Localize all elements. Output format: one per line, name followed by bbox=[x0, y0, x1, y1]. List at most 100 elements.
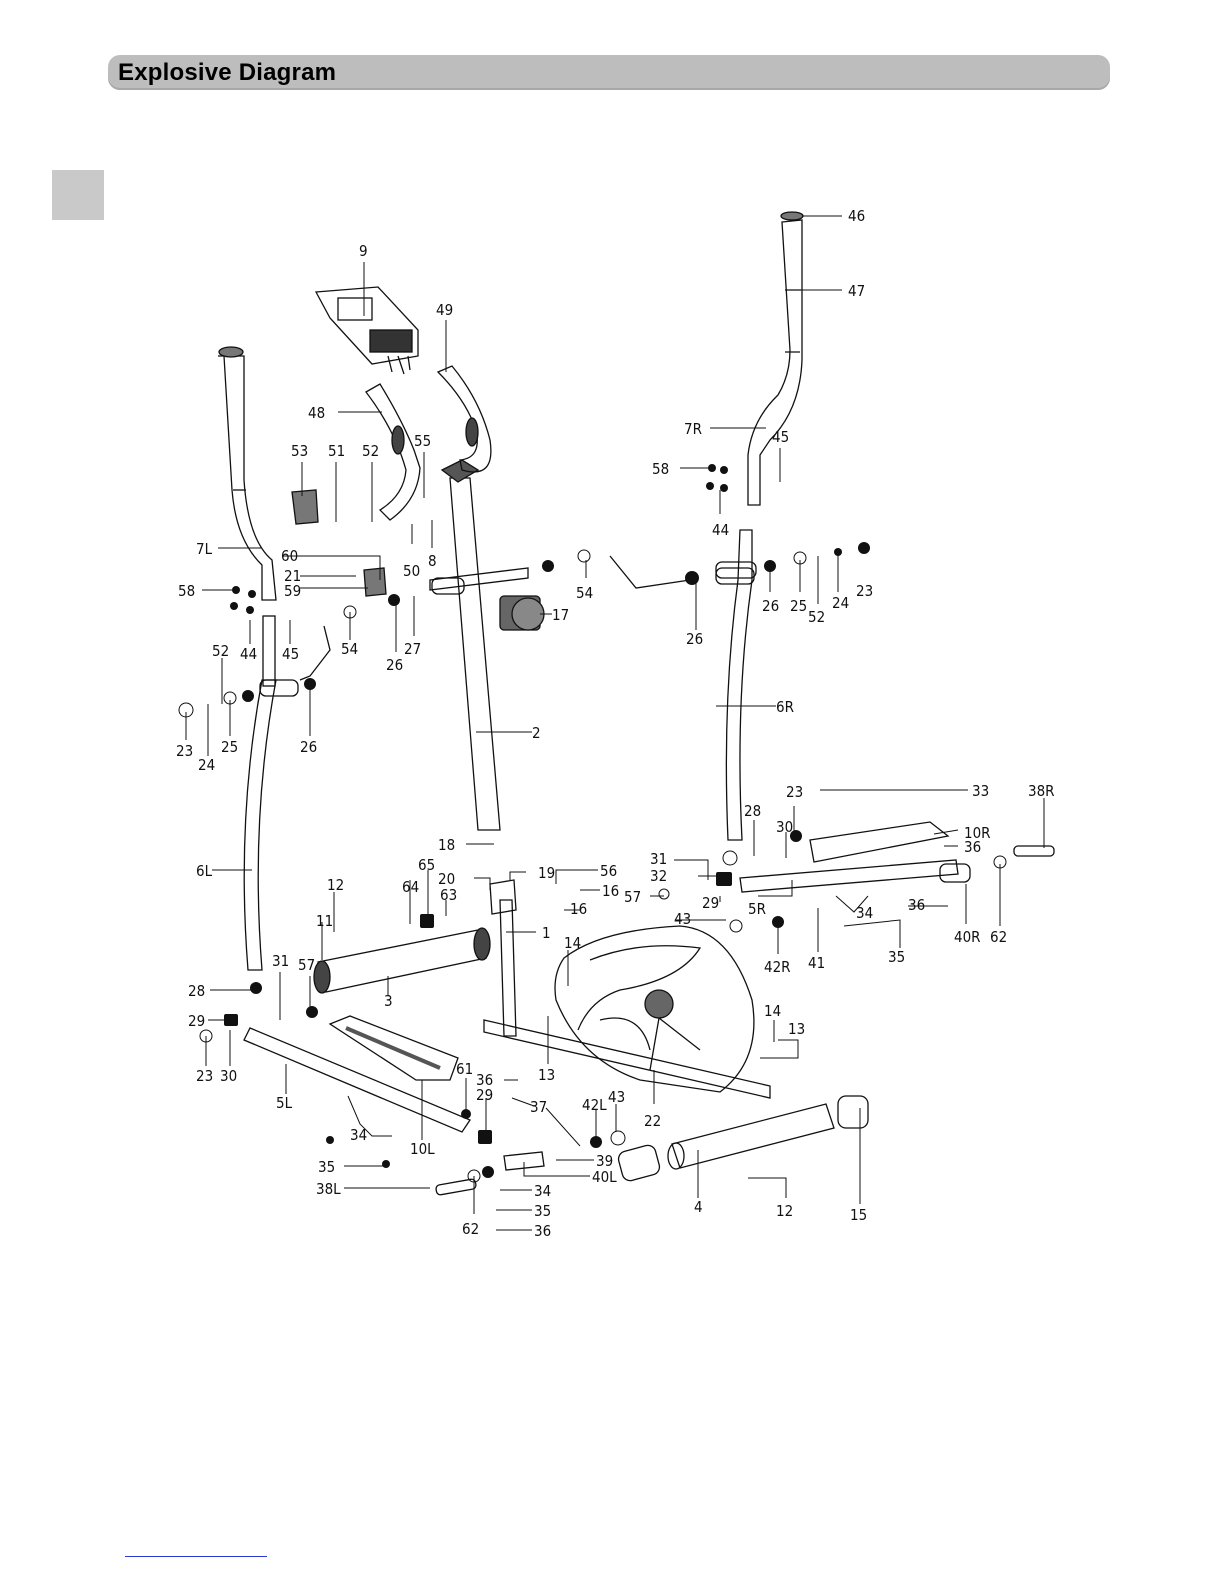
label-8: 8 bbox=[428, 552, 437, 570]
label-38R: 38R bbox=[1028, 782, 1055, 800]
label-36-d: 36 bbox=[534, 1222, 551, 1240]
label-5L: 5L bbox=[276, 1094, 293, 1112]
label-57-right: 57 bbox=[624, 888, 641, 906]
label-44-left: 44 bbox=[240, 645, 257, 663]
label-18: 18 bbox=[438, 836, 455, 854]
label-30-left: 30 bbox=[220, 1067, 237, 1085]
label-54-right: 54 bbox=[576, 584, 593, 602]
label-30-right: 30 bbox=[776, 818, 793, 836]
label-25-right: 25 bbox=[790, 597, 807, 615]
label-17: 17 bbox=[552, 606, 569, 624]
label-24-left: 24 bbox=[198, 756, 215, 774]
diagram-parts bbox=[218, 211, 1055, 1196]
label-22: 22 bbox=[644, 1112, 661, 1130]
label-58-right: 58 bbox=[652, 460, 669, 478]
label-28-left: 28 bbox=[188, 982, 205, 1000]
label-39: 39 bbox=[596, 1152, 613, 1170]
right-lower-handlebar bbox=[725, 529, 753, 841]
label-10L: 10L bbox=[410, 1140, 435, 1158]
label-36-a: 36 bbox=[964, 838, 981, 856]
label-49: 49 bbox=[436, 301, 453, 319]
label-7L: 7L bbox=[196, 540, 213, 558]
label-53: 53 bbox=[291, 442, 308, 460]
label-63: 63 bbox=[440, 886, 457, 904]
part-labels: 9 46 47 49 48 7R 45 58 44 53 51 52 55 50… bbox=[176, 207, 1055, 1240]
label-16-a: 16 bbox=[602, 882, 619, 900]
label-29-mid: 29 bbox=[476, 1086, 493, 1104]
label-3: 3 bbox=[384, 992, 393, 1010]
label-23-mid: 23 bbox=[786, 783, 803, 801]
label-32: 32 bbox=[650, 867, 667, 885]
label-5R: 5R bbox=[748, 900, 766, 918]
label-36-b: 36 bbox=[908, 896, 925, 914]
side-tab-marker bbox=[52, 170, 104, 220]
label-6R: 6R bbox=[776, 698, 794, 716]
label-54-left: 54 bbox=[341, 640, 358, 658]
label-51: 51 bbox=[328, 442, 345, 460]
label-57-left: 57 bbox=[298, 956, 315, 974]
label-56: 56 bbox=[600, 862, 617, 880]
label-34-right: 34 bbox=[856, 904, 873, 922]
label-35-left: 35 bbox=[318, 1158, 335, 1176]
label-12-bottom: 12 bbox=[776, 1202, 793, 1220]
console-part bbox=[314, 286, 419, 365]
label-6L: 6L bbox=[196, 862, 213, 880]
label-13-right: 13 bbox=[788, 1020, 805, 1038]
label-34-left: 34 bbox=[350, 1126, 367, 1144]
label-36-c: 36 bbox=[476, 1071, 493, 1089]
label-10R: 10R bbox=[964, 824, 991, 842]
left-upper-handlebar bbox=[218, 355, 277, 601]
label-26-left: 26 bbox=[300, 738, 317, 756]
front-stabilizer bbox=[671, 1103, 835, 1169]
label-9: 9 bbox=[359, 242, 368, 260]
label-12-top: 12 bbox=[327, 876, 344, 894]
label-21: 21 bbox=[284, 567, 301, 585]
label-35-bottom: 35 bbox=[534, 1202, 551, 1220]
label-35-right: 35 bbox=[888, 948, 905, 966]
label-48: 48 bbox=[308, 404, 325, 422]
label-23-left: 23 bbox=[176, 742, 193, 760]
flywheel-shroud bbox=[554, 925, 755, 1093]
label-14-top: 14 bbox=[564, 934, 581, 952]
label-46: 46 bbox=[848, 207, 865, 225]
label-42R: 42R bbox=[764, 958, 791, 976]
label-45-right: 45 bbox=[772, 428, 789, 446]
label-26-center: 26 bbox=[386, 656, 403, 674]
bracket-53 bbox=[291, 489, 319, 525]
label-23-bottom: 23 bbox=[196, 1067, 213, 1085]
label-31-right: 31 bbox=[650, 850, 667, 868]
label-43-top: 43 bbox=[674, 910, 691, 928]
label-55: 55 bbox=[414, 432, 431, 450]
label-38L: 38L bbox=[316, 1180, 341, 1198]
rear-stabilizer bbox=[317, 929, 487, 993]
label-52-top: 52 bbox=[362, 442, 379, 460]
footer-link-underline bbox=[125, 1556, 267, 1557]
label-24-right: 24 bbox=[832, 594, 849, 612]
handlebar-49 bbox=[436, 365, 492, 473]
label-47: 47 bbox=[848, 282, 865, 300]
right-pedal bbox=[809, 821, 950, 863]
label-65: 65 bbox=[418, 856, 435, 874]
label-44-right: 44 bbox=[712, 521, 729, 539]
crank-assembly bbox=[503, 1151, 545, 1171]
label-29-right: 29 bbox=[702, 894, 719, 912]
label-27: 27 bbox=[404, 640, 421, 658]
left-pedal bbox=[328, 1015, 459, 1081]
label-16-b: 16 bbox=[570, 900, 587, 918]
label-37: 37 bbox=[530, 1098, 547, 1116]
label-52-left: 52 bbox=[212, 642, 229, 660]
label-28-right: 28 bbox=[744, 802, 761, 820]
label-41: 41 bbox=[808, 954, 825, 972]
main-frame bbox=[483, 1019, 771, 1099]
label-31-left: 31 bbox=[272, 952, 289, 970]
label-59: 59 bbox=[284, 582, 301, 600]
fasteners bbox=[178, 464, 1007, 1183]
right-upper-handlebar bbox=[747, 219, 803, 506]
left-lower-handlebar bbox=[243, 679, 277, 971]
left-pedal-arm bbox=[243, 1027, 471, 1133]
label-14-right: 14 bbox=[764, 1002, 781, 1020]
label-45-left: 45 bbox=[282, 645, 299, 663]
label-62-left: 62 bbox=[462, 1220, 479, 1238]
main-post bbox=[449, 477, 501, 831]
